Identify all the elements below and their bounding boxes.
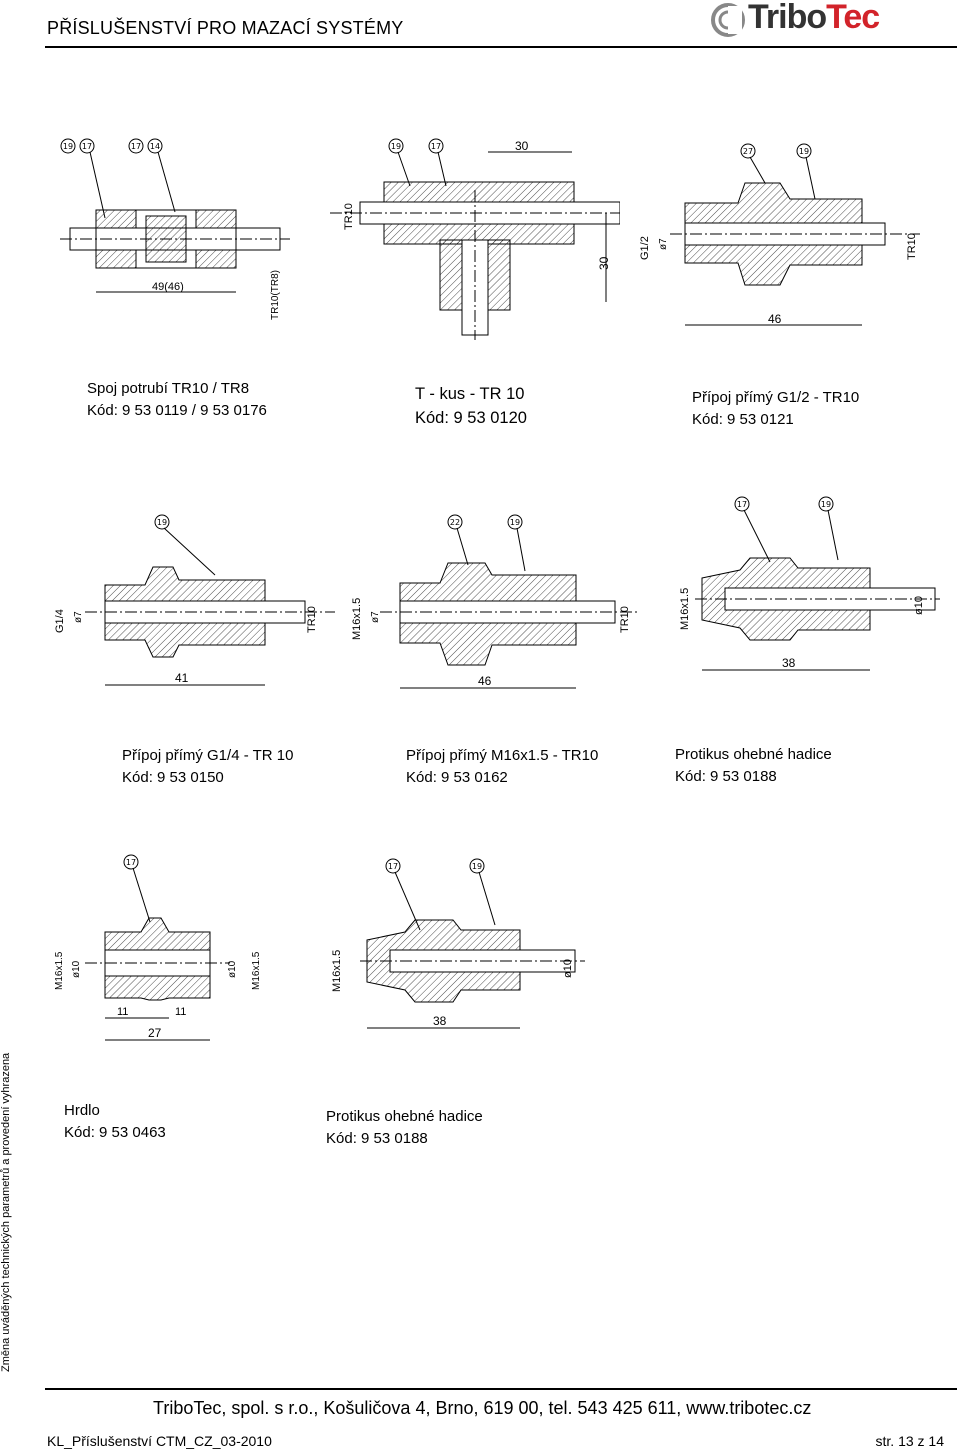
- svg-text:M16x1.5: M16x1.5: [351, 598, 363, 640]
- svg-text:19: 19: [472, 862, 482, 871]
- svg-text:G1/4: G1/4: [54, 609, 66, 633]
- drawing-hose-counterpart-1: 17 19 38 M16x1.5 ø10: [670, 490, 940, 680]
- header-divider: [45, 46, 957, 48]
- drawing-t-piece: 19 17 30 30 TR10: [330, 130, 620, 340]
- svg-text:17: 17: [737, 500, 747, 509]
- svg-text:41: 41: [175, 671, 189, 685]
- svg-text:38: 38: [782, 656, 796, 670]
- svg-text:17: 17: [431, 142, 441, 151]
- footer-company: TriboTec, spol. s r.o., Košuličova 4, Br…: [153, 1398, 812, 1418]
- svg-text:17: 17: [388, 862, 398, 871]
- svg-text:17: 17: [126, 858, 136, 867]
- svg-text:TR10: TR10: [619, 606, 631, 633]
- svg-text:ø7: ø7: [73, 611, 84, 623]
- svg-text:46: 46: [478, 674, 492, 688]
- drawing-straight-g12: 27 19 46 G1/2 ø7 TR10: [630, 135, 930, 335]
- svg-text:ø10: ø10: [71, 960, 82, 978]
- tribotec-logo: TriboTec: [710, 0, 910, 42]
- footer-divider: [45, 1388, 957, 1390]
- logo-mark-icon: [711, 3, 745, 37]
- svg-text:ø10: ø10: [562, 959, 574, 978]
- svg-text:M16x1.5: M16x1.5: [331, 950, 343, 992]
- svg-text:14: 14: [150, 142, 160, 151]
- drawing-pipe-joint: 19 17 17 14 49(46) TR10(TR8): [60, 130, 300, 330]
- svg-text:TR10(TR8): TR10(TR8): [270, 270, 281, 320]
- svg-text:19: 19: [391, 142, 401, 151]
- svg-text:19: 19: [821, 500, 831, 509]
- drawing-straight-m16: 22 19 46 M16x1.5 ø7 TR10: [340, 505, 640, 695]
- svg-text:19: 19: [510, 518, 520, 527]
- svg-text:ø7: ø7: [658, 238, 669, 250]
- svg-text:TR10: TR10: [343, 203, 355, 230]
- side-disclaimer: Změna uváděných technických parametrů a …: [0, 1052, 12, 1372]
- svg-text:19: 19: [63, 142, 73, 151]
- svg-text:M16x1.5: M16x1.5: [54, 951, 65, 990]
- footer-doc-id: KL_Příslušenství CTM_CZ_03-2010: [47, 1433, 272, 1449]
- svg-text:49(46): 49(46): [152, 281, 184, 293]
- svg-text:17: 17: [82, 142, 92, 151]
- svg-text:17: 17: [131, 142, 141, 151]
- svg-text:27: 27: [743, 147, 753, 156]
- svg-text:ø10: ø10: [227, 960, 238, 978]
- svg-text:19: 19: [799, 147, 809, 156]
- drawing-socket: 17 11 11 27 M16x1.5 ø10 ø10 M16x1.5: [45, 850, 275, 1045]
- svg-text:46: 46: [768, 312, 782, 326]
- svg-text:11: 11: [117, 1006, 128, 1018]
- svg-text:TR10: TR10: [906, 233, 918, 260]
- svg-text:G1/2: G1/2: [639, 236, 651, 260]
- svg-text:30: 30: [515, 139, 529, 153]
- svg-text:38: 38: [433, 1014, 447, 1028]
- logo-wordmark: TriboTec: [748, 0, 880, 36]
- svg-text:TR10: TR10: [306, 606, 318, 633]
- svg-text:22: 22: [450, 518, 460, 527]
- svg-text:11: 11: [175, 1006, 186, 1018]
- page-title: PŘÍSLUŠENSTVÍ PRO MAZACÍ SYSTÉMY: [47, 18, 404, 38]
- drawing-hose-counterpart-2: 17 19 38 M16x1.5 ø10: [325, 850, 585, 1045]
- svg-text:ø10: ø10: [913, 596, 925, 615]
- footer-page-number: str. 13 z 14: [875, 1433, 944, 1449]
- drawing-straight-g14: 19 41 G1/4 ø7 TR10: [45, 505, 335, 695]
- svg-text:ø7: ø7: [370, 611, 381, 623]
- svg-text:27: 27: [148, 1026, 162, 1040]
- svg-text:M16x1.5: M16x1.5: [679, 588, 691, 630]
- svg-text:M16x1.5: M16x1.5: [251, 951, 262, 990]
- svg-text:30: 30: [597, 256, 611, 270]
- svg-text:19: 19: [157, 518, 167, 527]
